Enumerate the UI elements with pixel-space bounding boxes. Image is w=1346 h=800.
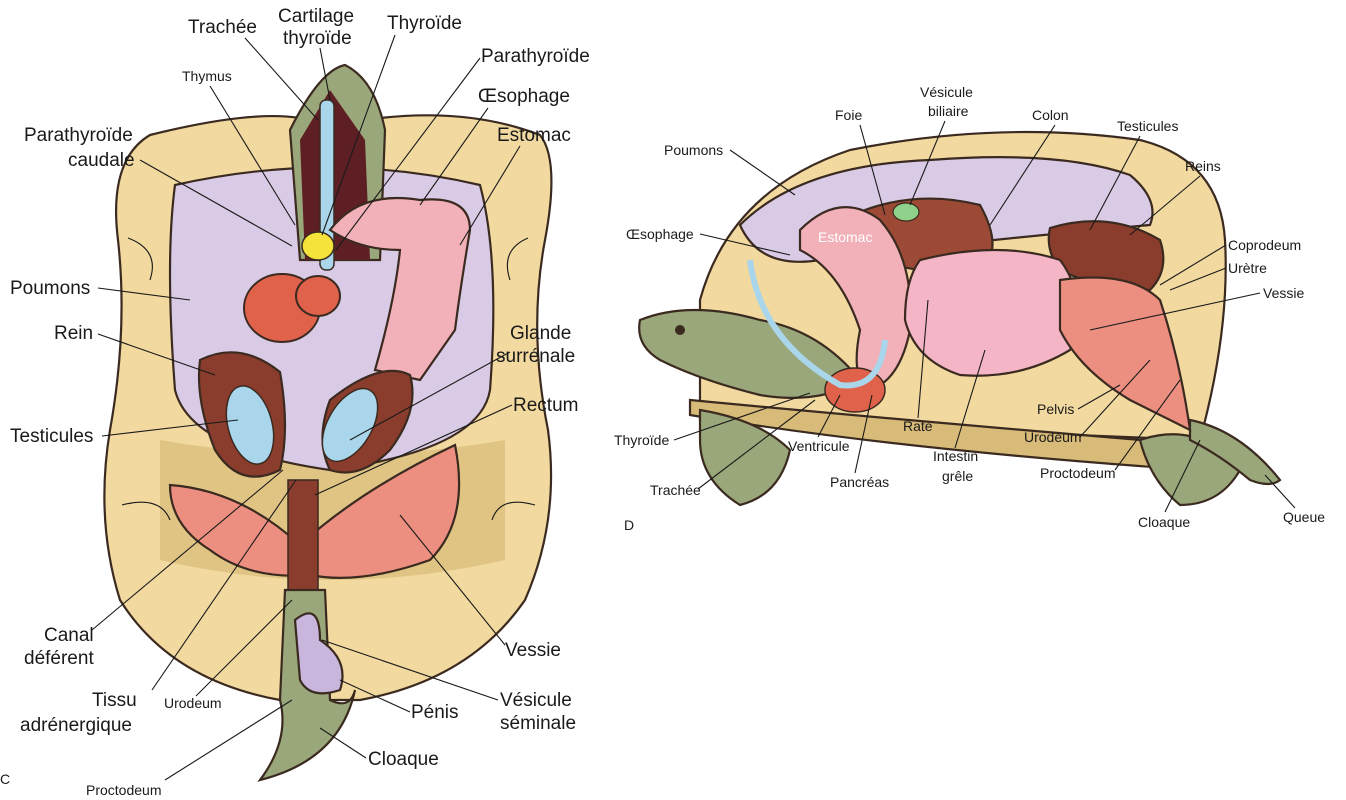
label-rectum: Rectum [513, 395, 578, 416]
label-penis: Pénis [411, 702, 459, 723]
label-testicules-d: Testicules [1117, 118, 1178, 134]
label-queue: Queue [1283, 509, 1325, 525]
label-estomac-d: Estomac [818, 229, 872, 245]
label-parathyroide-caudale-2: caudale [68, 150, 135, 171]
label-foie: Foie [835, 107, 862, 123]
label-canal-1: Canal [44, 625, 94, 646]
label-uretre: Urètre [1228, 260, 1267, 276]
label-proctodeum: Proctodeum [86, 782, 161, 798]
leader-trachee [245, 38, 318, 120]
label-vesicule-biliaire-2: biliaire [928, 103, 969, 119]
label-rate: Rate [903, 418, 933, 434]
label-glande-2: surrénale [496, 346, 575, 367]
label-vessie-d: Vessie [1263, 285, 1304, 301]
label-thyroide-d: Thyroïde [614, 432, 669, 448]
left-heart-atrium [296, 276, 340, 316]
label-colon: Colon [1032, 107, 1069, 123]
label-urodeum-d: Urodeum [1024, 429, 1082, 445]
left-thyroid [302, 232, 334, 260]
label-tissu-1: Tissu [92, 690, 137, 711]
leader-poumons-d [730, 150, 795, 195]
label-urodeum: Urodeum [164, 695, 222, 711]
label-testicules: Testicules [10, 426, 93, 447]
label-ventricule: Ventricule [788, 438, 850, 454]
label-vesicule-2: séminale [500, 713, 576, 734]
label-vessie: Vessie [505, 640, 561, 661]
label-intestin-2: grêle [942, 468, 973, 484]
label-cloaque: Cloaque [368, 749, 439, 770]
label-reins: Reins [1185, 158, 1221, 174]
label-proctodeum-d: Proctodeum [1040, 465, 1115, 481]
right-eye [675, 325, 685, 335]
left-diagram [104, 65, 551, 780]
label-cartilage-2: thyroïde [283, 28, 352, 49]
label-parathyroide-caudale-1: Parathyroïde [24, 125, 133, 146]
label-trachee-d: Trachée [650, 482, 701, 498]
label-vesicule-biliaire-1: Vésicule [920, 84, 973, 100]
label-poumons: Poumons [10, 278, 90, 299]
label-cloaque-d: Cloaque [1138, 514, 1190, 530]
panel-letter-d: D [624, 517, 634, 533]
label-oesophage-d: Œsophage [626, 226, 694, 242]
label-estomac: Estomac [497, 125, 571, 146]
label-thyroide: Thyroïde [387, 13, 462, 34]
label-vesicule-1: Vésicule [500, 690, 572, 711]
label-thymus: Thymus [182, 68, 232, 84]
label-cartilage-1: Cartilage [278, 6, 354, 27]
label-rein: Rein [54, 323, 93, 344]
label-intestin-1: Intestin [933, 448, 978, 464]
label-pancreas: Pancréas [830, 474, 889, 490]
label-parathyroide: Parathyroïde [481, 46, 590, 67]
label-coprodeum: Coprodeum [1228, 237, 1301, 253]
right-gallbladder [893, 203, 919, 221]
label-canal-2: déférent [24, 648, 94, 669]
label-glande-1: Glande [510, 323, 571, 344]
label-pelvis: Pelvis [1037, 401, 1074, 417]
label-trachee: Trachée [188, 17, 257, 38]
right-intestine [905, 250, 1078, 376]
panel-letter-c: C [0, 771, 10, 787]
label-tissu-2: adrénergique [20, 715, 132, 736]
label-oesophage: Œsophage [478, 86, 570, 107]
label-poumons-d: Poumons [664, 142, 723, 158]
